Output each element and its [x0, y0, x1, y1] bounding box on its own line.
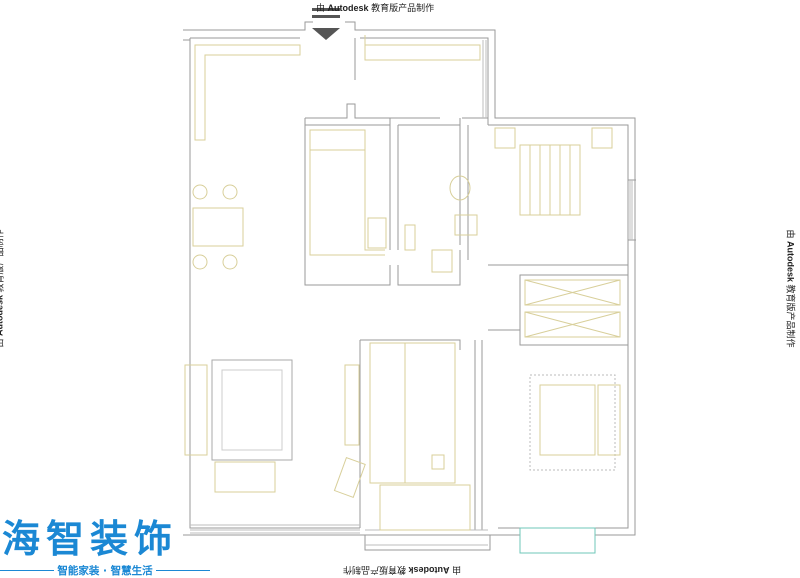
watermark-left: 由 Autodesk 教育版产品制作 [0, 229, 6, 347]
divider [0, 569, 55, 572]
watermark-brand: Autodesk [0, 294, 5, 337]
interior-walls [304, 103, 636, 530]
exterior-walls [183, 21, 636, 551]
watermark-prefix: 由 [785, 229, 796, 239]
watermark-brand: Autodesk [327, 3, 369, 13]
watermark-brand: Autodesk [785, 240, 796, 283]
watermark-prefix: 由 [0, 339, 5, 348]
logo-slogan: 智能家装 · 智慧生活 [0, 563, 210, 578]
watermark-prefix: 由 [452, 565, 462, 575]
watermark-right: 由 Autodesk 教育版产品制作 [785, 229, 798, 347]
logo-title: 海智装饰 [2, 517, 179, 561]
watermark-bottom: 由 Autodesk 教育版产品制作 [343, 564, 461, 577]
watermark-suffix: 教育版产品制作 [371, 3, 435, 13]
watermark-brand: Autodesk [408, 565, 450, 575]
furniture [184, 35, 621, 554]
watermark-suffix: 教育版产品制作 [785, 284, 796, 348]
watermark-prefix: 由 [316, 3, 326, 13]
windows [190, 40, 633, 546]
north-arrow-icon [312, 8, 340, 40]
watermark-suffix: 教育版产品制作 [0, 229, 5, 293]
watermark-suffix: 教育版产品制作 [343, 565, 407, 575]
slogan-text: 智能家装 · 智慧生活 [57, 565, 153, 577]
watermark-top: 由 Autodesk 教育版产品制作 [316, 1, 434, 14]
divider [155, 569, 210, 572]
